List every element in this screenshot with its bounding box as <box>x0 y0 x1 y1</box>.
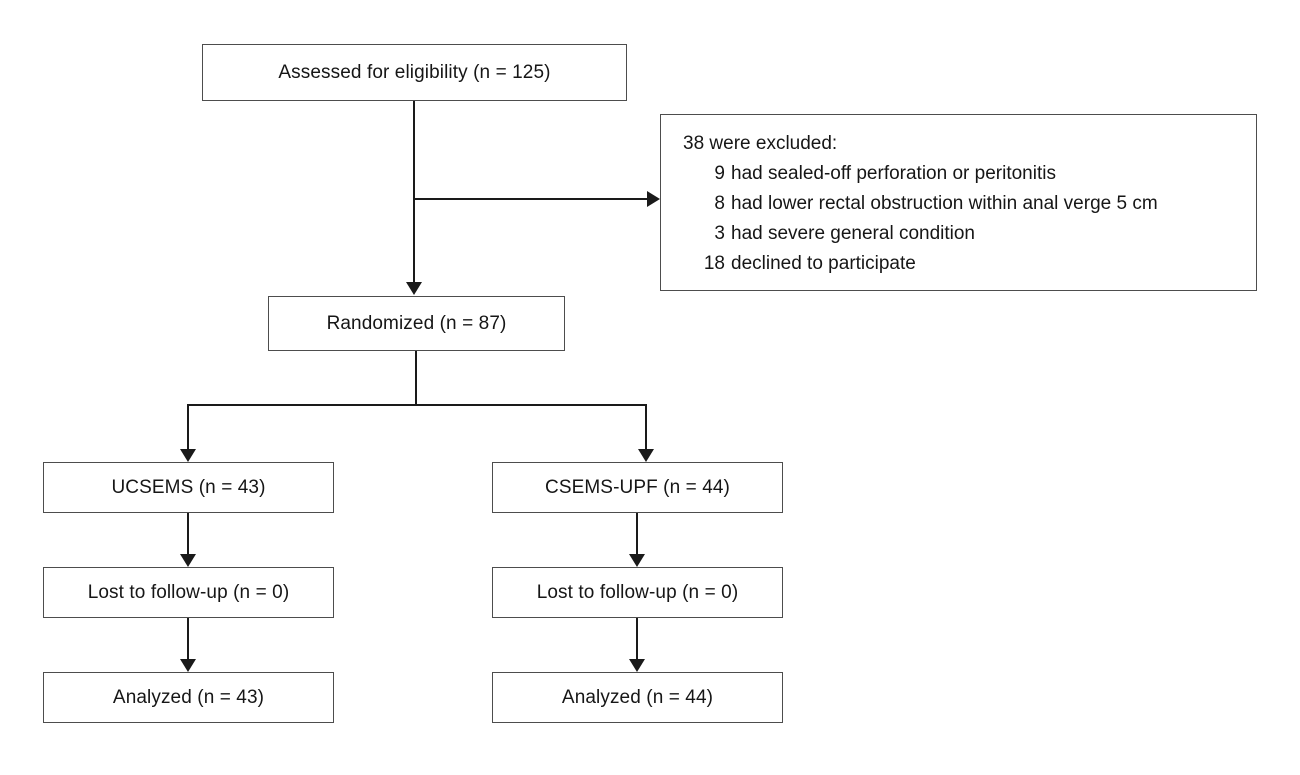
arrowhead-randomized <box>406 282 422 295</box>
connector-arm-right-to-lost-right <box>636 513 639 554</box>
excluded-reason-4: 18 declined to participate <box>683 249 1158 279</box>
node-arm-ucsems-label: UCSEMS (n = 43) <box>111 476 266 498</box>
node-randomized-label: Randomized (n = 87) <box>326 312 507 334</box>
excluded-reason-4-count: 18 <box>703 253 725 274</box>
excluded-reason-3-count: 3 <box>714 223 725 244</box>
node-analyzed-left: Analyzed (n = 43) <box>43 672 334 723</box>
node-analyzed-right-label: Analyzed (n = 44) <box>561 686 714 708</box>
arrowhead-lost-right <box>629 554 645 567</box>
arrowhead-analyzed-left <box>180 659 196 672</box>
excluded-reason-1-text: had sealed-off perforation or peritoniti… <box>731 163 1056 184</box>
node-arm-csems-upf-label: CSEMS-UPF (n = 44) <box>545 476 730 498</box>
node-randomized: Randomized (n = 87) <box>268 296 565 351</box>
connector-split-to-arm-left <box>187 404 190 449</box>
node-arm-ucsems: UCSEMS (n = 43) <box>43 462 334 513</box>
arrowhead-lost-left <box>180 554 196 567</box>
node-analyzed-left-label: Analyzed (n = 43) <box>112 686 265 708</box>
excluded-reason-3-text: had severe general condition <box>731 223 976 244</box>
arrowhead-excluded <box>647 191 660 207</box>
excluded-heading: 38 were excluded: <box>683 133 838 154</box>
node-excluded: 38 were excluded: 9 had sealed-off perfo… <box>660 114 1257 291</box>
arrowhead-arm-right <box>638 449 654 462</box>
connector-to-excluded <box>413 198 649 201</box>
connector-arm-left-to-lost-left <box>187 513 190 554</box>
excluded-reason-1-count: 9 <box>714 163 725 184</box>
excluded-reason-2: 8 had lower rectal obstruction within an… <box>683 189 1158 219</box>
connector-randomized-stem <box>415 351 418 406</box>
node-lost-to-followup-left: Lost to follow-up (n = 0) <box>43 567 334 618</box>
connector-lost-left-to-analyzed-left <box>187 618 190 659</box>
connector-assessed-to-randomized <box>413 101 416 282</box>
excluded-reason-4-text: declined to participate <box>731 253 916 274</box>
node-arm-csems-upf: CSEMS-UPF (n = 44) <box>492 462 783 513</box>
node-analyzed-right: Analyzed (n = 44) <box>492 672 783 723</box>
connector-lost-right-to-analyzed-right <box>636 618 639 659</box>
excluded-reason-1: 9 had sealed-off perforation or peritoni… <box>683 159 1158 189</box>
node-assessed-label: Assessed for eligibility (n = 125) <box>278 61 551 83</box>
node-lost-to-followup-left-label: Lost to follow-up (n = 0) <box>87 581 290 603</box>
node-lost-to-followup-right-label: Lost to follow-up (n = 0) <box>536 581 739 603</box>
excluded-reason-2-text: had lower rectal obstruction within anal… <box>731 193 1158 214</box>
arrowhead-analyzed-right <box>629 659 645 672</box>
excluded-reason-2-count: 8 <box>714 193 725 214</box>
connector-split-to-arm-right <box>645 404 648 449</box>
node-lost-to-followup-right: Lost to follow-up (n = 0) <box>492 567 783 618</box>
node-assessed-for-eligibility: Assessed for eligibility (n = 125) <box>202 44 627 101</box>
connector-randomized-split <box>187 404 647 407</box>
excluded-reason-3: 3 had severe general condition <box>683 219 1158 249</box>
arrowhead-arm-left <box>180 449 196 462</box>
excluded-list: 38 were excluded: 9 had sealed-off perfo… <box>683 129 1158 279</box>
